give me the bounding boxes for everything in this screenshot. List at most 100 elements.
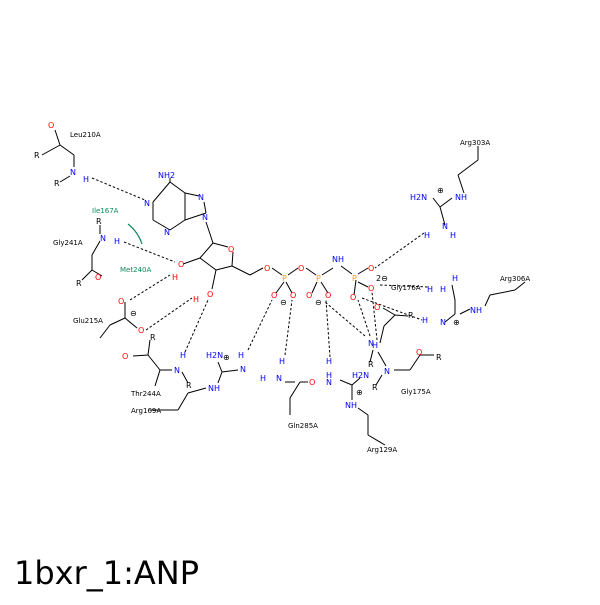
residue-atom-labels: O R N H R R N H R O O O ⊖ R O H N R H2N … bbox=[34, 121, 482, 410]
ribose-o3-hydrogen-label: H bbox=[193, 295, 199, 304]
glu215a-o2-label: O bbox=[138, 326, 144, 335]
residue-arg303a: Arg303A bbox=[460, 139, 490, 147]
thr244a-r-label: R bbox=[150, 333, 156, 342]
arg169a-n-label: N bbox=[240, 365, 246, 374]
gln285a-h1-label: H bbox=[279, 357, 285, 366]
o5-label: O bbox=[264, 264, 270, 273]
phosphate-alpha-label: P bbox=[282, 274, 287, 283]
alpha-o1-label: O bbox=[271, 291, 277, 300]
gly241a-h-label: H bbox=[114, 237, 120, 246]
arg303a-h2n-label: H2N bbox=[410, 193, 427, 202]
alpha-o2-label: O bbox=[290, 291, 296, 300]
arg129a-h2-label: H bbox=[326, 371, 332, 380]
arg306a-h1-label: H bbox=[427, 285, 433, 294]
arg169a-h-label: H bbox=[238, 351, 244, 360]
adenine-amine-label: NH2 bbox=[158, 171, 175, 180]
bridge-nh-label: NH bbox=[332, 255, 344, 264]
gln285a-o-label: O bbox=[309, 378, 315, 387]
residue-glu215a: Glu215A bbox=[73, 317, 103, 325]
leu210a-n-label: N bbox=[70, 168, 76, 177]
phosphate-chain bbox=[271, 265, 369, 296]
arg129a-h1-label: H bbox=[326, 357, 332, 366]
arg303a-plus-label: ⊕ bbox=[437, 186, 444, 195]
phosphate-gamma-label: P bbox=[352, 274, 357, 283]
hydrogen-bonds bbox=[91, 177, 429, 358]
ribose-o2-hydrogen-label: H bbox=[172, 273, 178, 282]
arg129a-plus-label: ⊕ bbox=[356, 388, 363, 397]
gly176a-r-label: R bbox=[408, 311, 414, 320]
bridge-o-alpha-beta-label: O bbox=[298, 264, 304, 273]
gly175a-n2-label: N bbox=[384, 367, 390, 376]
gly241a-r-label: R bbox=[96, 217, 102, 226]
ligand-atom-labels: NH2 N N N N O O H O H O P O P NH P O O ⊖… bbox=[144, 171, 388, 307]
arg169a-hn-label: NH bbox=[208, 384, 220, 393]
arg129a-n-label: N bbox=[326, 378, 332, 387]
arg306a-n2-label: N bbox=[440, 318, 446, 327]
adenine-n1-label: N bbox=[144, 199, 150, 208]
arg169a-h2n-label: H2N bbox=[206, 351, 223, 360]
thr244a-h-label: H bbox=[180, 351, 186, 360]
arg306a-h3-label: H bbox=[422, 316, 428, 325]
ribose-o2-label: O bbox=[178, 260, 184, 269]
gly176a-o-label: O bbox=[374, 303, 380, 312]
ribose-ring bbox=[182, 221, 264, 290]
arg306a-plus-label: ⊕ bbox=[453, 318, 460, 327]
gly175a-r2-label: R bbox=[372, 383, 378, 392]
leu210a-r2-label: R bbox=[54, 179, 60, 188]
arg303a-h1-label: H bbox=[424, 231, 430, 240]
gly175a-h-label: H bbox=[372, 341, 378, 350]
arg303a-h2-label: H bbox=[450, 231, 456, 240]
residue-thr244a: Thr244A bbox=[130, 390, 161, 398]
arg129a-nh-label: NH bbox=[345, 401, 357, 410]
adenine-n7-label: N bbox=[198, 193, 204, 202]
thr244a-n-label: N bbox=[174, 366, 180, 375]
alpha-charge-label: ⊖ bbox=[280, 298, 287, 307]
gln285a-n-label: N bbox=[276, 374, 282, 383]
residue-gln285a: Gln285A bbox=[288, 422, 318, 430]
residue-met240a: Met240A bbox=[120, 266, 151, 274]
arg306a-nh-label: NH bbox=[470, 306, 482, 315]
gly175a-r1-label: R bbox=[368, 360, 374, 369]
adenine-n3-label: N bbox=[164, 228, 170, 237]
gly241a-o-label: O bbox=[95, 273, 101, 282]
residue-bonds bbox=[41, 129, 526, 446]
adenine-n9-label: N bbox=[202, 213, 208, 222]
gly175a-o-label: O bbox=[416, 348, 422, 357]
beta-o1-label: O bbox=[306, 291, 312, 300]
glu215a-charge-label: ⊖ bbox=[130, 309, 137, 318]
residue-gly175a: Gly175A bbox=[401, 388, 431, 396]
ribose-ring-oxygen-label: O bbox=[228, 245, 234, 254]
ribose-o3-label: O bbox=[207, 290, 213, 299]
beta-o2-label: O bbox=[325, 291, 331, 300]
thr244a-o-label: O bbox=[122, 352, 128, 361]
gamma-o1-label: O bbox=[368, 264, 374, 273]
gly241a-r2-label: R bbox=[76, 279, 82, 288]
gamma-charge-label: 2⊖ bbox=[376, 274, 388, 283]
arg306a-n1-label: H bbox=[440, 285, 446, 294]
beta-charge-label: ⊖ bbox=[315, 298, 322, 307]
arg303a-nh-label: NH bbox=[455, 193, 467, 202]
adenine-rings bbox=[152, 178, 207, 231]
arg306a-h2-label: H bbox=[452, 274, 458, 283]
gln285a-h2-label: H bbox=[260, 374, 266, 383]
residue-arg169a: Arg169A bbox=[131, 407, 161, 415]
gly241a-n-label: N bbox=[100, 234, 106, 243]
glu215a-o1-label: O bbox=[118, 297, 124, 306]
residue-gly176a: Gly176A bbox=[391, 284, 421, 292]
gly175a-r3-label: R bbox=[436, 353, 442, 362]
arg303a-n-label: N bbox=[442, 222, 448, 231]
gamma-o2-label: O bbox=[368, 284, 374, 293]
hydrophobic-contact-arc bbox=[127, 223, 143, 245]
residue-leu210a: Leu210A bbox=[70, 131, 101, 139]
diagram-title: 1bxr_1:ANP bbox=[14, 554, 199, 592]
arg129a-h2n-label: H2N bbox=[352, 371, 369, 380]
phosphate-beta-label: P bbox=[316, 274, 321, 283]
residue-arg129a: Arg129A bbox=[367, 446, 397, 454]
residue-arg306a: Arg306A bbox=[500, 275, 530, 283]
gamma-o3-label: O bbox=[350, 293, 356, 302]
leu210a-r1-label: R bbox=[34, 151, 40, 160]
arg169a-plus-label: ⊕ bbox=[223, 353, 230, 362]
leu210a-h-label: H bbox=[83, 175, 89, 184]
residue-gly241a: Gly241A bbox=[53, 239, 83, 247]
